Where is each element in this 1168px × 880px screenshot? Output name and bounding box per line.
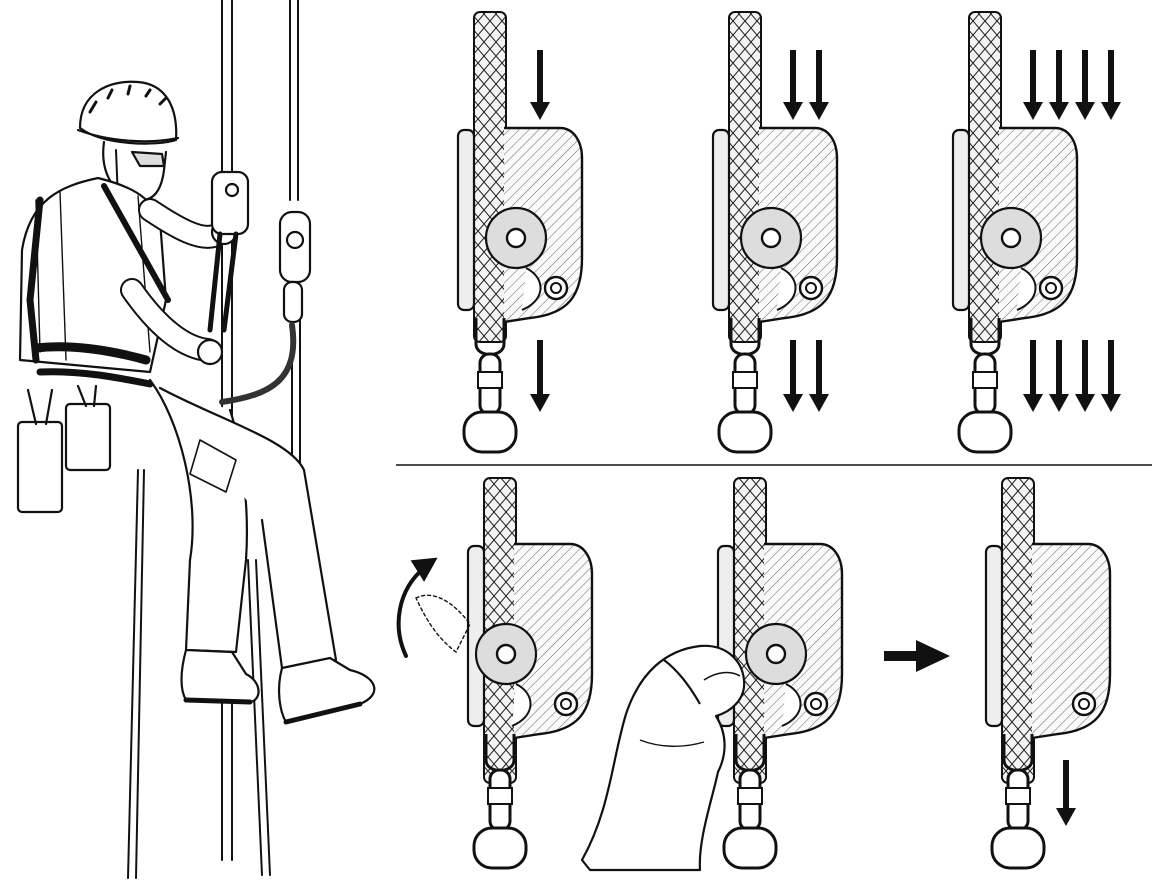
link-sleeve	[477, 371, 503, 389]
force-arrow-head	[1101, 102, 1121, 120]
force-arrow-shaft	[1082, 50, 1088, 104]
panel-release-slide	[984, 477, 1112, 870]
housing-rivet	[553, 691, 579, 717]
force-arrow-head	[809, 394, 829, 412]
housing-rivet-hole	[805, 282, 817, 294]
device-backplate	[984, 544, 1004, 728]
force-arrow-head	[783, 394, 803, 412]
cam-lever	[511, 683, 532, 727]
chain-link	[990, 826, 1046, 870]
cam-pivot	[1000, 227, 1022, 249]
device-backplate	[711, 128, 731, 312]
rope	[728, 11, 762, 343]
rope	[968, 11, 1002, 343]
force-arrow-shaft	[816, 340, 822, 396]
force-arrow-shaft	[537, 50, 543, 104]
cam-lever	[781, 683, 802, 727]
housing-rivet	[803, 691, 829, 717]
housing-rivet-hole	[810, 698, 822, 710]
cam-pivot	[495, 643, 517, 665]
direction-arrow-right	[884, 640, 950, 672]
rotate-arrow	[396, 557, 471, 658]
force-arrow-head	[1075, 394, 1095, 412]
cam-lever	[1016, 267, 1037, 311]
chain-link	[722, 826, 778, 870]
link-sleeve	[487, 787, 513, 805]
device-backplate	[456, 128, 476, 312]
link-sleeve	[737, 787, 763, 805]
cam-pivot	[760, 227, 782, 249]
cam-pivot	[505, 227, 527, 249]
panel-release-open	[466, 477, 594, 870]
chain-link	[957, 410, 1013, 454]
force-arrow-head	[1023, 394, 1043, 412]
force-arrow-shaft	[1056, 50, 1062, 104]
force-arrow-shaft	[816, 50, 822, 104]
force-arrow-shaft	[1030, 50, 1036, 104]
force-arrow-head	[1049, 102, 1069, 120]
legs	[148, 378, 338, 670]
boots	[180, 648, 376, 725]
force-arrow-head	[1049, 394, 1069, 412]
tool-bags	[16, 384, 112, 514]
force-arrow-shaft	[537, 340, 543, 396]
device-backplate	[951, 128, 971, 312]
device-panels	[456, 11, 1121, 870]
worker-illustration	[16, 0, 376, 879]
housing-rivet-hole	[550, 282, 562, 294]
force-arrow-head	[1101, 394, 1121, 412]
panel-load-4	[951, 11, 1121, 454]
force-arrow-shaft	[1082, 340, 1088, 396]
force-arrow-shaft	[1108, 340, 1114, 396]
housing-rivet	[543, 275, 569, 301]
primary-rope-grab	[207, 170, 250, 333]
chain-link	[472, 826, 528, 870]
force-arrow-head	[530, 394, 550, 412]
force-arrow-head	[809, 102, 829, 120]
cam-pivot	[765, 643, 787, 665]
torso	[18, 176, 171, 388]
rope	[473, 11, 507, 343]
link-sleeve	[972, 371, 998, 389]
chain-link	[717, 410, 773, 454]
panel-release-hand	[716, 477, 844, 870]
housing-rivet	[798, 275, 824, 301]
housing-rivet-hole	[1045, 282, 1057, 294]
chain-link	[462, 410, 518, 454]
force-arrow-shaft	[1063, 760, 1069, 810]
force-arrow-head	[1023, 102, 1043, 120]
panel-load-1	[456, 11, 584, 454]
vertical-ropes	[127, 0, 301, 879]
device-housing	[513, 542, 594, 740]
housing-rivet-hole	[560, 698, 572, 710]
housing-rivet	[1071, 691, 1097, 717]
force-arrow-head	[1075, 102, 1095, 120]
force-arrow-head	[1056, 808, 1076, 826]
link-sleeve	[732, 371, 758, 389]
housing-rivet-hole	[1078, 698, 1090, 710]
helmet	[76, 80, 180, 145]
gloved-hand	[580, 644, 746, 872]
device-housing	[1031, 542, 1112, 740]
force-arrow-shaft	[1108, 50, 1114, 104]
backup-rope-grab	[219, 210, 312, 405]
link-sleeve	[1005, 787, 1031, 805]
force-arrow-shaft	[790, 340, 796, 396]
force-arrow-shaft	[1030, 340, 1036, 396]
force-arrow-head	[783, 102, 803, 120]
panel-load-2	[711, 11, 839, 454]
force-arrow-shaft	[790, 50, 796, 104]
force-arrow-shaft	[1056, 340, 1062, 396]
rope	[1001, 477, 1035, 784]
cam-lever	[776, 267, 797, 311]
housing-rivet	[1038, 275, 1064, 301]
force-arrow-head	[530, 102, 550, 120]
cam-lever	[521, 267, 542, 311]
